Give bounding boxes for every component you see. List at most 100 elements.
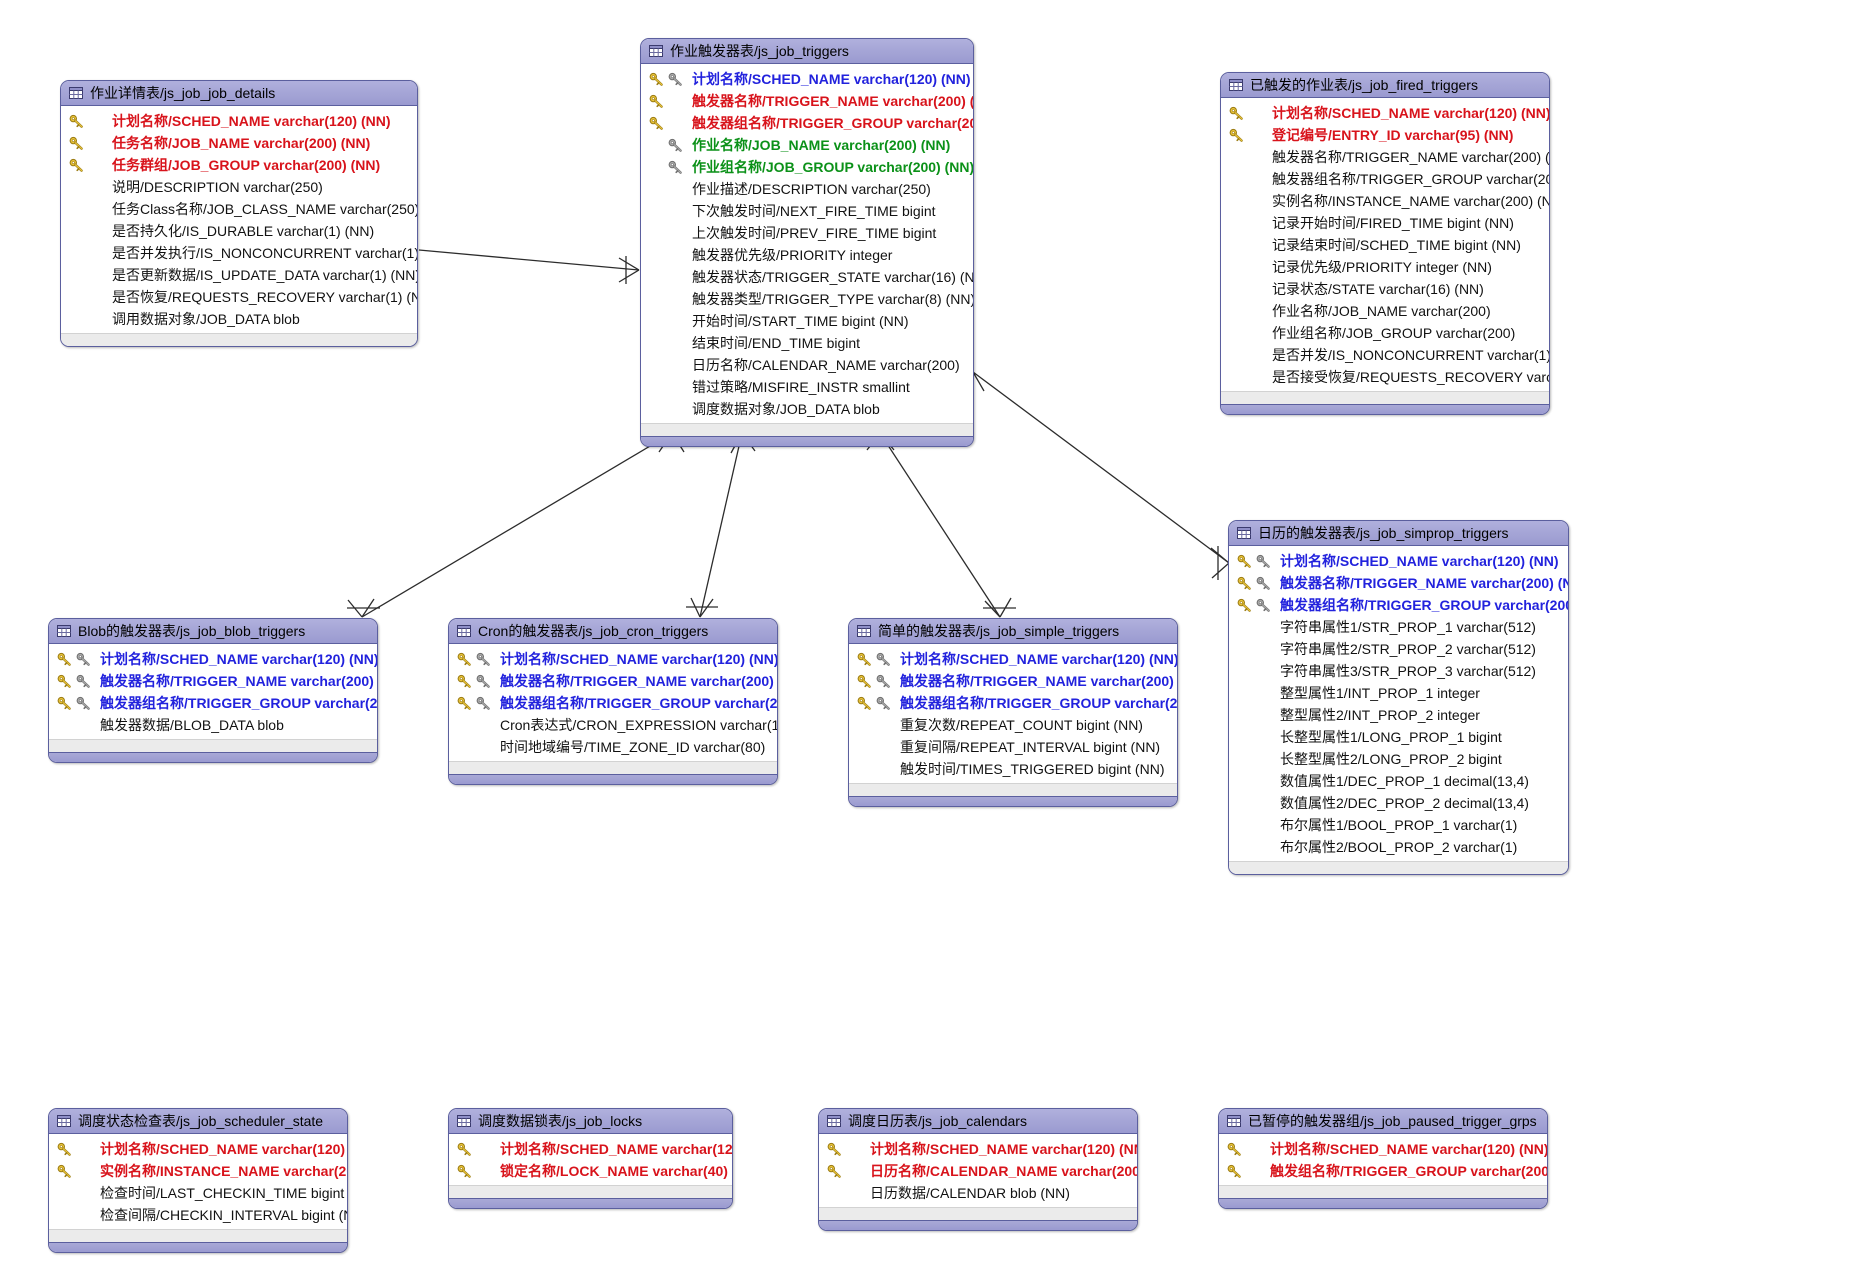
attribute-row[interactable]: 重复次数/REPEAT_COUNT bigint (NN) (849, 714, 1177, 736)
attribute-row[interactable]: 错过策略/MISFIRE_INSTR smallint (641, 376, 973, 398)
attribute-row[interactable]: 触发器组名称/TRIGGER_GROUP varchar(200) (NN) (641, 112, 973, 134)
attribute-row[interactable]: 计划名称/SCHED_NAME varchar(120) (NN) (1229, 550, 1568, 572)
attribute-row[interactable]: 任务Class名称/JOB_CLASS_NAME varchar(250) (N… (61, 198, 417, 220)
attribute-row[interactable]: 日历数据/CALENDAR blob (NN) (819, 1182, 1137, 1204)
attribute-row[interactable]: 日历名称/CALENDAR_NAME varchar(200) (NN) (819, 1160, 1137, 1182)
attribute-row[interactable]: 触发组名称/TRIGGER_GROUP varchar(200) (NN) (1219, 1160, 1547, 1182)
attribute-row[interactable]: 触发器名称/TRIGGER_NAME varchar(200) (NN) (641, 90, 973, 112)
attribute-row[interactable]: 是否更新数据/IS_UPDATE_DATA varchar(1) (NN) (61, 264, 417, 286)
attribute-row[interactable]: 记录开始时间/FIRED_TIME bigint (NN) (1221, 212, 1549, 234)
attribute-row[interactable]: 计划名称/SCHED_NAME varchar(120) (NN) (49, 648, 377, 670)
attribute-row[interactable]: 登记编号/ENTRY_ID varchar(95) (NN) (1221, 124, 1549, 146)
attribute-row[interactable]: 下次触发时间/NEXT_FIRE_TIME bigint (641, 200, 973, 222)
attribute-row[interactable]: 计划名称/SCHED_NAME varchar(120) (NN) (449, 648, 777, 670)
attribute-row[interactable]: 检查间隔/CHECKIN_INTERVAL bigint (NN) (49, 1204, 347, 1226)
attribute-row[interactable]: 触发器名称/TRIGGER_NAME varchar(200) (NN) (49, 670, 377, 692)
attribute-row[interactable]: 计划名称/SCHED_NAME varchar(120) (NN) (449, 1138, 732, 1160)
attribute-row[interactable]: 触发器名称/TRIGGER_NAME varchar(200) (NN) (449, 670, 777, 692)
entity-title-text: 作业详情表/js_job_job_details (90, 85, 276, 101)
attribute-row[interactable]: 计划名称/SCHED_NAME varchar(120) (NN) (49, 1138, 347, 1160)
attribute-row[interactable]: 触发器状态/TRIGGER_STATE varchar(16) (NN) (641, 266, 973, 288)
attribute-row[interactable]: 说明/DESCRIPTION varchar(250) (61, 176, 417, 198)
primary-key-icon (457, 1142, 471, 1156)
attribute-row[interactable]: 调用数据对象/JOB_DATA blob (61, 308, 417, 330)
attribute-row[interactable]: 触发器名称/TRIGGER_NAME varchar(200) (NN) (1229, 572, 1568, 594)
attribute-row[interactable]: 字符串属性3/STR_PROP_3 varchar(512) (1229, 660, 1568, 682)
attribute-row[interactable]: 字符串属性1/STR_PROP_1 varchar(512) (1229, 616, 1568, 638)
attribute-row[interactable]: 计划名称/SCHED_NAME varchar(120) (NN) (1221, 102, 1549, 124)
attribute-row[interactable]: Cron表达式/CRON_EXPRESSION varchar(120) (NN… (449, 714, 777, 736)
attribute-row[interactable]: 数值属性2/DEC_PROP_2 decimal(13,4) (1229, 792, 1568, 814)
attribute-row[interactable]: 计划名称/SCHED_NAME varchar(120) (NN) (1219, 1138, 1547, 1160)
attribute-row[interactable]: 计划名称/SCHED_NAME varchar(120) (NN) (61, 110, 417, 132)
attribute-row[interactable]: 是否接受恢复/REQUESTS_RECOVERY varchar(1) (1221, 366, 1549, 388)
attribute-row[interactable]: 实例名称/INSTANCE_NAME varchar(200) (NN) (1221, 190, 1549, 212)
attribute-row[interactable]: 是否并发/IS_NONCONCURRENT varchar(1) (1221, 344, 1549, 366)
attribute-row[interactable]: 重复间隔/REPEAT_INTERVAL bigint (NN) (849, 736, 1177, 758)
attribute-row[interactable]: 任务名称/JOB_NAME varchar(200) (NN) (61, 132, 417, 154)
attribute-label: 触发器名称/TRIGGER_NAME varchar(200) (NN) (1272, 149, 1550, 165)
attribute-row[interactable]: 整型属性1/INT_PROP_1 integer (1229, 682, 1568, 704)
attribute-label: 触发器组名称/TRIGGER_GROUP varchar(200) (NN) (1272, 171, 1549, 187)
attribute-row[interactable]: 触发器名称/TRIGGER_NAME varchar(200) (NN) (849, 670, 1177, 692)
attribute-row[interactable]: 计划名称/SCHED_NAME varchar(120) (NN) (849, 648, 1177, 670)
attribute-row[interactable]: 触发器类型/TRIGGER_TYPE varchar(8) (NN) (641, 288, 973, 310)
attribute-row[interactable]: 触发器组名称/TRIGGER_GROUP varchar(200) (NN) (1221, 168, 1549, 190)
attribute-row[interactable]: 日历名称/CALENDAR_NAME varchar(200) (641, 354, 973, 376)
attribute-row[interactable]: 布尔属性1/BOOL_PROP_1 varchar(1) (1229, 814, 1568, 836)
attribute-row[interactable]: 长整型属性2/LONG_PROP_2 bigint (1229, 748, 1568, 770)
primary-key-slot (649, 94, 668, 109)
attribute-row[interactable]: 检查时间/LAST_CHECKIN_TIME bigint (NN) (49, 1182, 347, 1204)
attribute-row[interactable]: 作业名称/JOB_NAME varchar(200) (1221, 300, 1549, 322)
attribute-row[interactable]: 调度数据对象/JOB_DATA blob (641, 398, 973, 420)
attribute-row[interactable]: 整型属性2/INT_PROP_2 integer (1229, 704, 1568, 726)
attribute-row[interactable]: 记录结束时间/SCHED_TIME bigint (NN) (1221, 234, 1549, 256)
attribute-row[interactable]: 是否并发执行/IS_NONCONCURRENT varchar(1) (NN) (61, 242, 417, 264)
attribute-row[interactable]: 触发时间/TIMES_TRIGGERED bigint (NN) (849, 758, 1177, 780)
primary-key-icon (457, 652, 471, 666)
attribute-row[interactable]: 记录状态/STATE varchar(16) (NN) (1221, 278, 1549, 300)
attribute-row[interactable]: 作业组名称/JOB_GROUP varchar(200) (1221, 322, 1549, 344)
attribute-row[interactable]: 上次触发时间/PREV_FIRE_TIME bigint (641, 222, 973, 244)
attribute-row[interactable]: 触发器组名称/TRIGGER_GROUP varchar(200) (NN) (1229, 594, 1568, 616)
attribute-row[interactable]: 开始时间/START_TIME bigint (NN) (641, 310, 973, 332)
attribute-row[interactable]: 计划名称/SCHED_NAME varchar(120) (NN) (641, 68, 973, 90)
attribute-row[interactable]: 结束时间/END_TIME bigint (641, 332, 973, 354)
entity-job_details[interactable]: 作业详情表/js_job_job_details 计划名称/SCHED_NAME … (60, 80, 418, 347)
attribute-row[interactable]: 长整型属性1/LONG_PROP_1 bigint (1229, 726, 1568, 748)
attribute-row[interactable]: 触发器组名称/TRIGGER_GROUP varchar(200) (NN) (849, 692, 1177, 714)
attribute-row[interactable]: 触发器数据/BLOB_DATA blob (49, 714, 377, 736)
attribute-row[interactable]: 记录优先级/PRIORITY integer (NN) (1221, 256, 1549, 278)
attribute-label: 触发时间/TIMES_TRIGGERED bigint (NN) (900, 761, 1165, 777)
attribute-row[interactable]: 触发器组名称/TRIGGER_GROUP varchar(200) (NN) (49, 692, 377, 714)
attribute-row[interactable]: 字符串属性2/STR_PROP_2 varchar(512) (1229, 638, 1568, 660)
attribute-row[interactable]: 任务群组/JOB_GROUP varchar(200) (NN) (61, 154, 417, 176)
attribute-row[interactable]: 数值属性1/DEC_PROP_1 decimal(13,4) (1229, 770, 1568, 792)
attribute-row[interactable]: 布尔属性2/BOOL_PROP_2 varchar(1) (1229, 836, 1568, 858)
attribute-row[interactable]: 锁定名称/LOCK_NAME varchar(40) (NN) (449, 1160, 732, 1182)
attribute-row[interactable]: 触发器组名称/TRIGGER_GROUP varchar(200) (NN) (449, 692, 777, 714)
attribute-row[interactable]: 作业描述/DESCRIPTION varchar(250) (641, 178, 973, 200)
attribute-row[interactable]: 计划名称/SCHED_NAME varchar(120) (NN) (819, 1138, 1137, 1160)
entity-attributes-simprop_triggers: 计划名称/SCHED_NAME varchar(120) (NN)触发器名称/T… (1229, 546, 1568, 861)
entity-footer-spacer (819, 1207, 1137, 1220)
attribute-row[interactable]: 触发器名称/TRIGGER_NAME varchar(200) (NN) (1221, 146, 1549, 168)
attribute-row[interactable]: 实例名称/INSTANCE_NAME varchar(200) (NN) (49, 1160, 347, 1182)
attribute-row[interactable]: 作业名称/JOB_NAME varchar(200) (NN) (641, 134, 973, 156)
attribute-row[interactable]: 是否恢复/REQUESTS_RECOVERY varchar(1) (NN) (61, 286, 417, 308)
attribute-row[interactable]: 时间地域编号/TIME_ZONE_ID varchar(80) (449, 736, 777, 758)
attribute-row[interactable]: 是否持久化/IS_DURABLE varchar(1) (NN) (61, 220, 417, 242)
attribute-row[interactable]: 作业组名称/JOB_GROUP varchar(200) (NN) (641, 156, 973, 178)
attribute-row[interactable]: 触发器优先级/PRIORITY integer (641, 244, 973, 266)
